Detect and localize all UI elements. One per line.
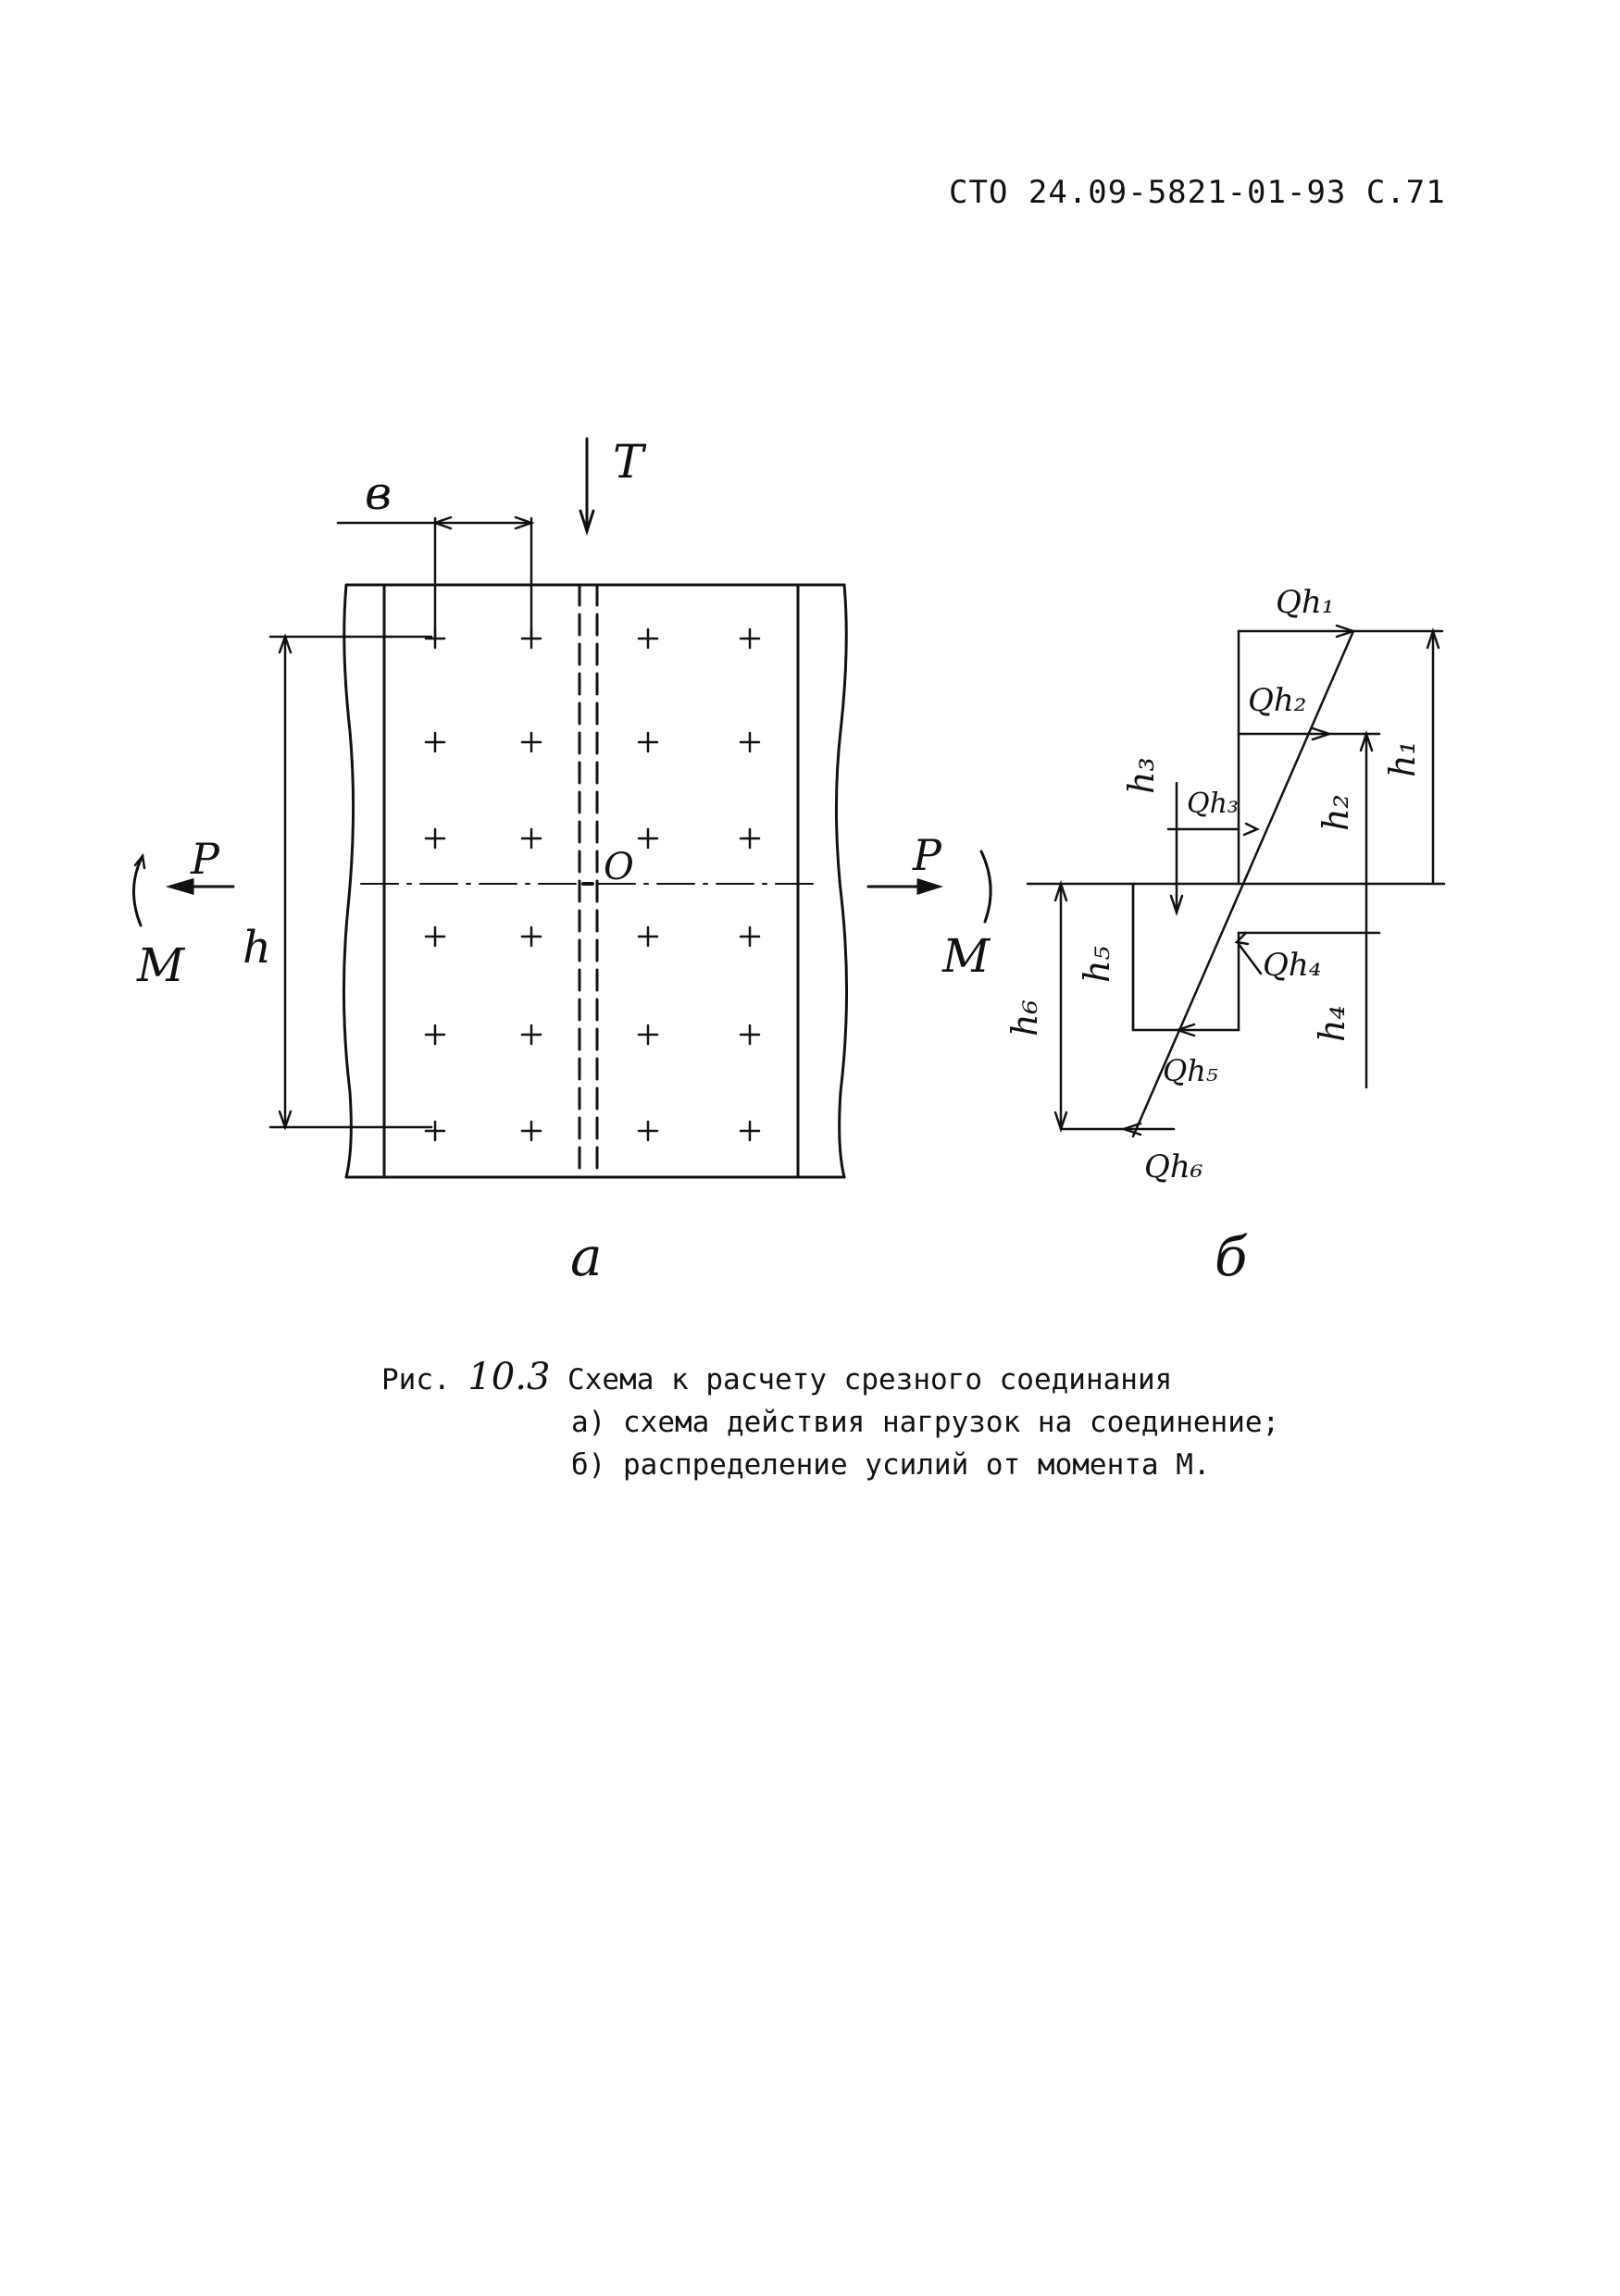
label-O: O — [604, 846, 634, 888]
force-P-left-arrow — [165, 878, 235, 895]
label-Qh4: Qh₄ — [1263, 947, 1321, 984]
panel-label-b: б — [1215, 1225, 1248, 1288]
caption-line-b: б) распределение усилий от момента М. — [571, 1448, 1211, 1482]
figure-caption: Рис. 10.3 Схема к расчету срезного соеди… — [381, 1356, 1279, 1486]
label-Qh1: Qh₁ — [1276, 584, 1334, 621]
force-distribution-diagram — [1026, 624, 1446, 1138]
label-T: T — [613, 435, 647, 489]
document-code-header: СТО 24.09-5821-01-93 С.71 — [949, 174, 1446, 211]
force-P-right-arrow — [866, 877, 943, 896]
label-h1: h₁ — [1382, 740, 1423, 777]
label-h3: h₃ — [1121, 757, 1162, 794]
force-T-arrow — [579, 437, 595, 536]
caption-prefix: Рис. — [381, 1363, 468, 1396]
label-P-right: P — [912, 830, 942, 880]
label-Qh2: Qh₂ — [1248, 682, 1306, 719]
dimension-b — [336, 515, 535, 640]
label-h: h — [243, 922, 271, 974]
plate-outline — [342, 583, 849, 1179]
moment-M-left-arc — [131, 854, 144, 927]
label-h4: h₄ — [1312, 1005, 1352, 1042]
caption-number: 10.3 — [467, 1356, 551, 1398]
label-Qh5: Qh₅ — [1163, 1053, 1218, 1088]
caption-title-row: Рис. 10.3 Схема к расчету срезного соеди… — [381, 1356, 1279, 1401]
label-b: в — [365, 466, 392, 520]
caption-line-a: а) схема действия нагрузок на соединение… — [571, 1406, 1280, 1439]
label-h6: h₆ — [1004, 999, 1045, 1036]
splice-joint-lines — [578, 583, 599, 1179]
panel-label-a: а — [570, 1225, 603, 1288]
caption-title: Схема к расчету срезного соединания — [550, 1363, 1173, 1396]
label-h2: h₂ — [1315, 794, 1356, 831]
label-Qh6: Qh₆ — [1144, 1148, 1203, 1185]
figure: T в P M h O P M а Qh₁ Qh₂ Qh₃ Qh₄ Qh₅ Qh… — [131, 435, 1446, 1288]
dimension-h — [268, 633, 433, 1131]
label-M-left: M — [136, 938, 186, 992]
label-M-right: M — [941, 929, 991, 983]
moment-M-right-arc — [979, 850, 992, 924]
label-Qh3: Qh₃ — [1187, 788, 1239, 820]
label-P-left: P — [190, 834, 220, 884]
label-h5: h₅ — [1077, 946, 1117, 983]
